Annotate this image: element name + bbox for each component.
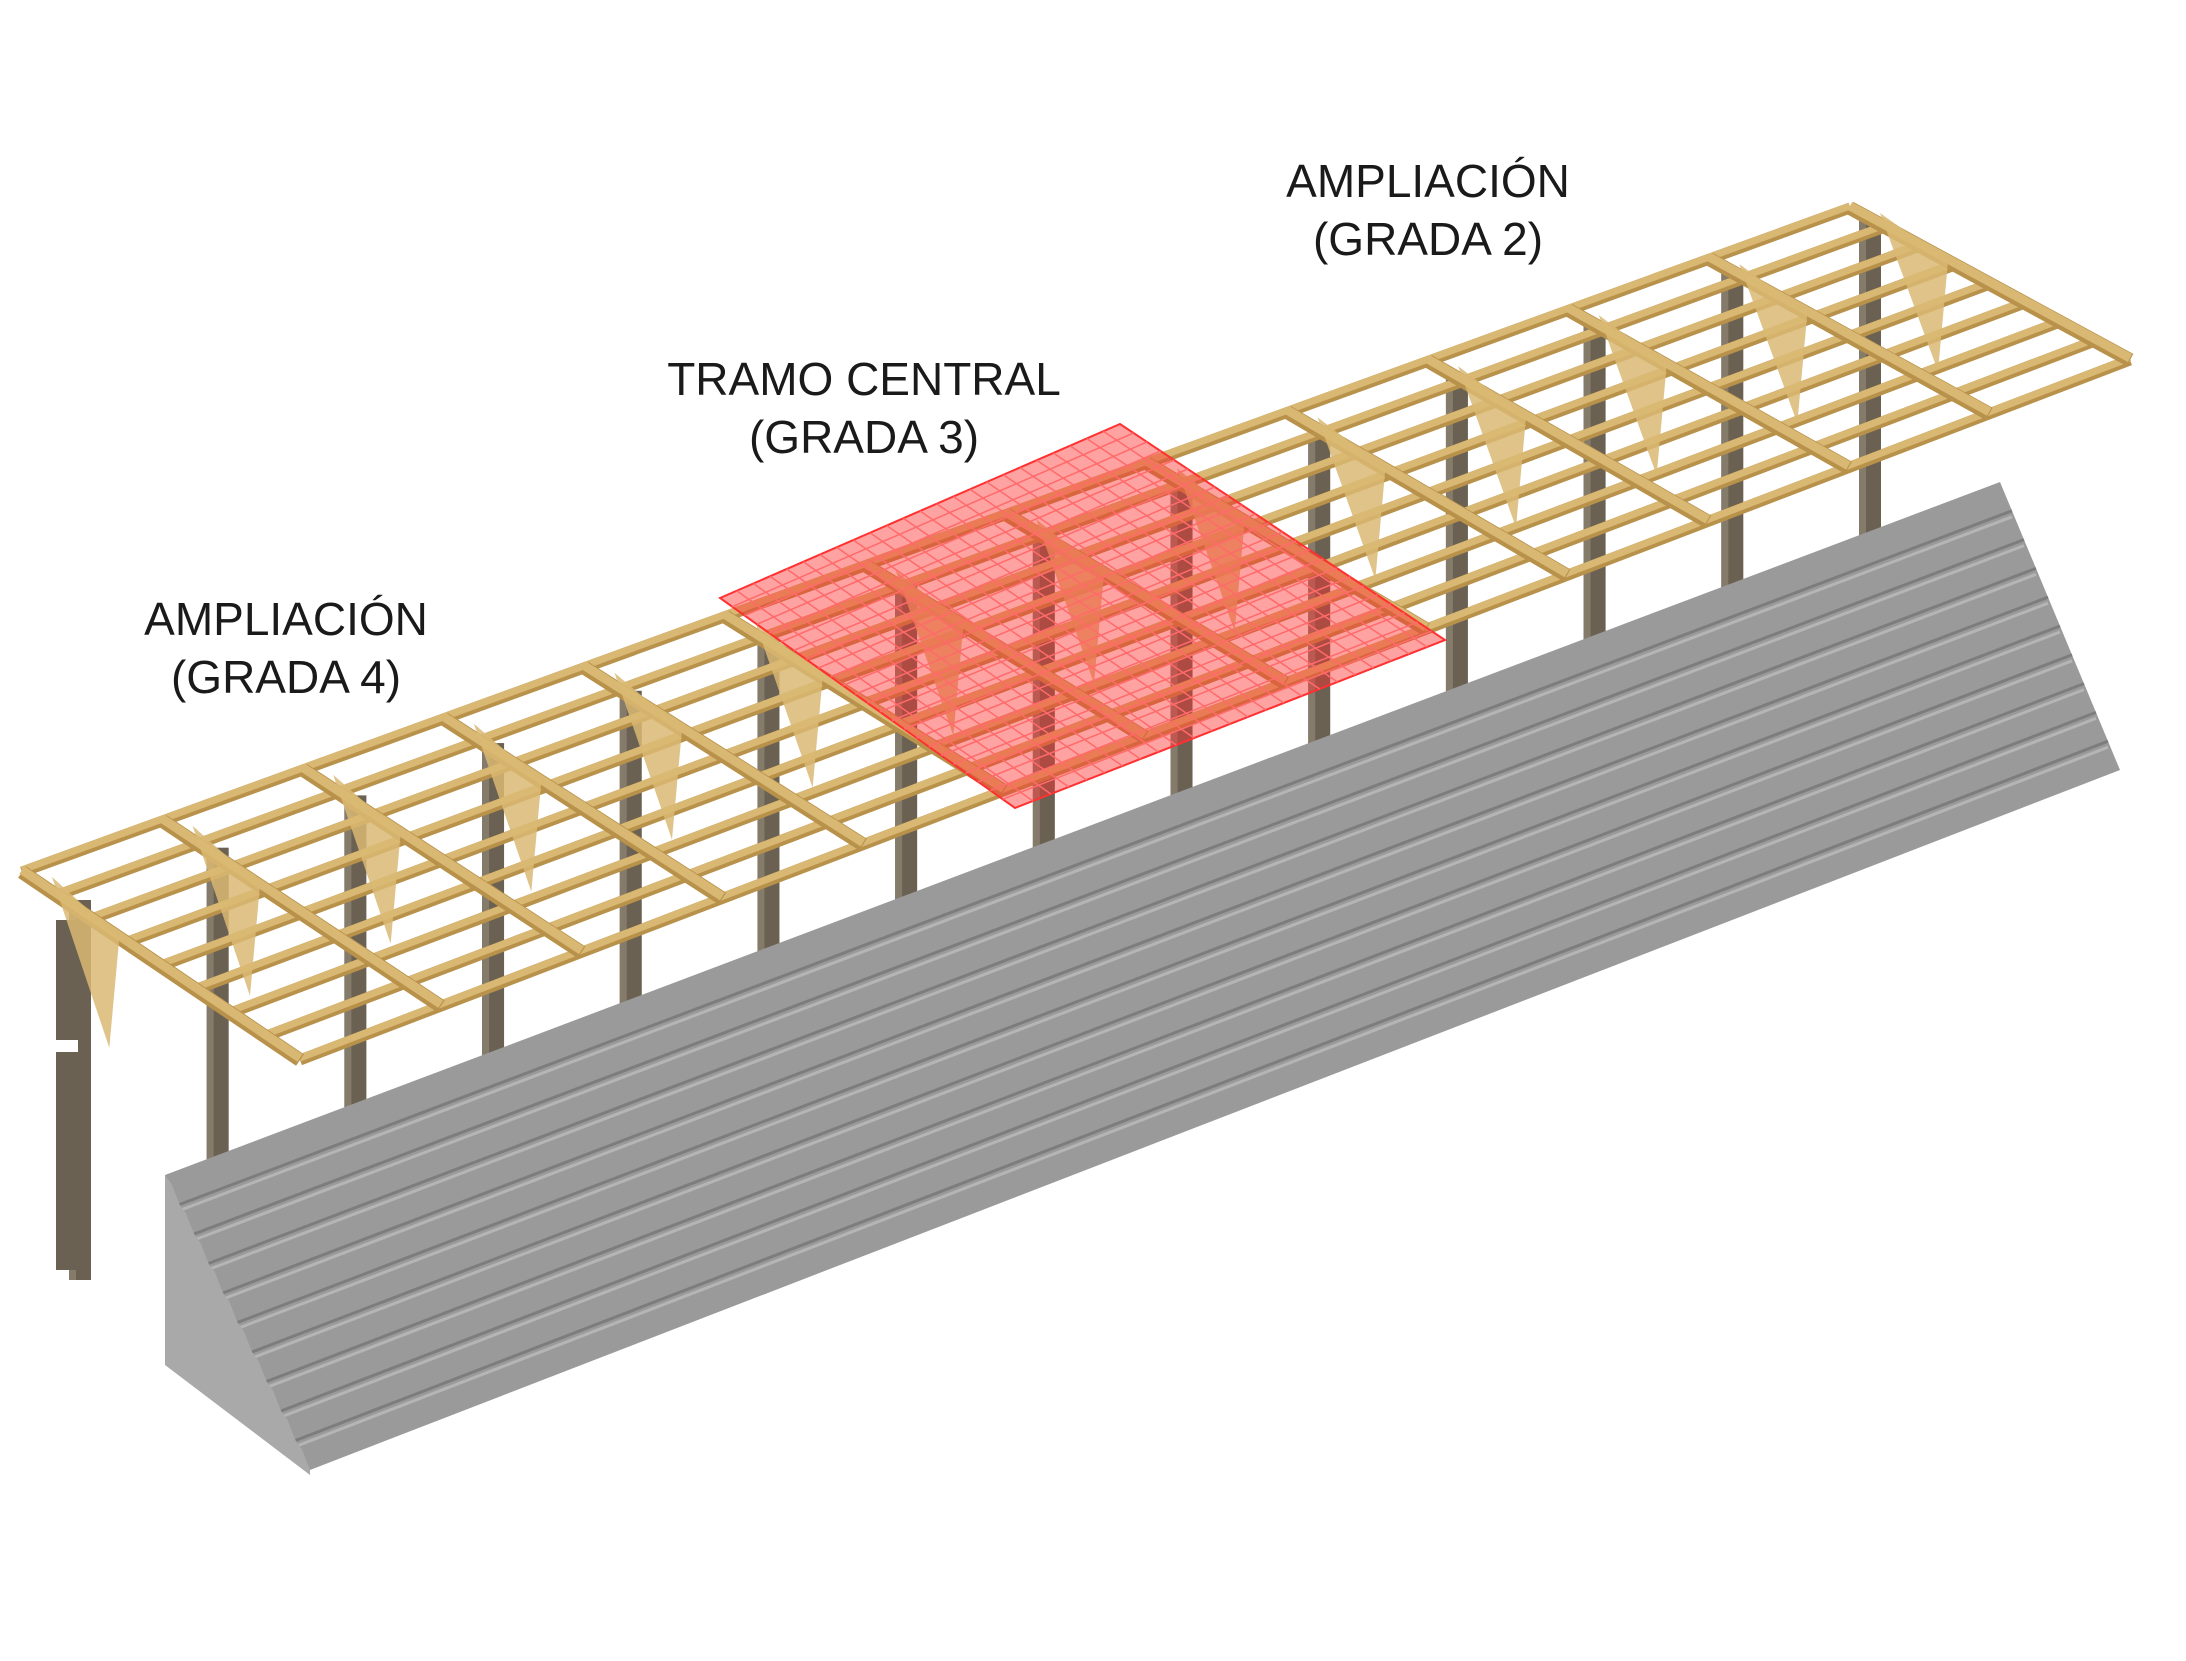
bleacher-step-hl-9 bbox=[294, 745, 2109, 1448]
bleacher-step-1 bbox=[178, 509, 2013, 1206]
timber-roof-frame bbox=[18, 201, 2134, 1066]
column-end-band bbox=[56, 1040, 78, 1052]
column-5-shade bbox=[619, 690, 627, 1071]
bleacher-step-hl-5 bbox=[236, 630, 2061, 1330]
bleacher-step-hl-4 bbox=[222, 601, 2049, 1301]
truss-5 bbox=[614, 672, 682, 840]
purlin-9 bbox=[298, 354, 2132, 1062]
column-3-shade bbox=[344, 795, 352, 1176]
label-ampliacion-grada-2: AMPLIACIÓN (GRADA 2) bbox=[1286, 152, 1570, 268]
truss-11 bbox=[1458, 366, 1526, 528]
bleacher-step-6 bbox=[251, 653, 2073, 1354]
label-ampliacion-grada-2-line1: AMPLIACIÓN bbox=[1286, 155, 1570, 207]
bleacher-step-hl-1 bbox=[178, 515, 2013, 1212]
column-6-shade bbox=[757, 638, 765, 1019]
truss-12 bbox=[1598, 315, 1667, 476]
highlight-mesh-a-22 bbox=[1086, 437, 1410, 655]
bleacher-step-hl-7 bbox=[265, 688, 2085, 1389]
highlight-mesh-a-21 bbox=[1069, 445, 1392, 662]
column-13-shade bbox=[1721, 272, 1729, 653]
column-end bbox=[56, 920, 78, 1270]
label-tramo-central-grada-3: TRAMO CENTRAL (GRADA 3) bbox=[667, 350, 1061, 466]
label-tramo-central-grada-3-line1: TRAMO CENTRAL bbox=[667, 353, 1061, 405]
purlin-1 bbox=[20, 202, 1852, 874]
bleacher-step-hl-3 bbox=[207, 572, 2037, 1271]
label-tramo-central-grada-3-line2: (GRADA 3) bbox=[748, 411, 980, 463]
timber-columns bbox=[56, 220, 1881, 1280]
column-7-shade bbox=[895, 586, 903, 967]
column-10-shade bbox=[1308, 429, 1316, 810]
truss-7 bbox=[895, 570, 964, 736]
bleacher-step-4 bbox=[222, 595, 2049, 1295]
concrete-bleachers bbox=[165, 482, 2120, 1475]
bleacher-step-9 bbox=[294, 739, 2109, 1442]
truss-6 bbox=[755, 621, 823, 788]
truss-10 bbox=[1317, 417, 1386, 580]
truss-8 bbox=[1036, 519, 1104, 684]
truss-9 bbox=[1176, 468, 1245, 632]
bleacher-step-7 bbox=[265, 682, 2085, 1383]
central-section-highlight bbox=[717, 422, 1448, 810]
column-4-shade bbox=[482, 743, 490, 1124]
label-ampliacion-grada-4-line2: (GRADA 4) bbox=[170, 651, 402, 703]
purlin-8 bbox=[264, 335, 2097, 1038]
column-9-shade bbox=[1170, 481, 1178, 862]
label-ampliacion-grada-4-line1: AMPLIACIÓN bbox=[144, 593, 428, 645]
column-2-shade bbox=[206, 847, 214, 1228]
label-ampliacion-grada-2-line2: (GRADA 2) bbox=[1312, 213, 1544, 265]
column-11-shade bbox=[1445, 376, 1453, 757]
truss-3 bbox=[333, 774, 401, 944]
highlight-mesh-b-23 bbox=[1002, 630, 1432, 800]
highlight-mesh-b-20 bbox=[965, 603, 1392, 774]
bleacher-step-8 bbox=[280, 711, 2097, 1413]
truss-14 bbox=[1880, 213, 1948, 372]
bleacher-step-hl-6 bbox=[251, 659, 2073, 1360]
column-8-shade bbox=[1032, 533, 1040, 914]
bleacher-step-3 bbox=[207, 566, 2037, 1265]
purlin-2 bbox=[55, 221, 1887, 897]
highlight-mesh-b-22 bbox=[990, 621, 1419, 792]
highlight-mesh-a-23 bbox=[1102, 430, 1428, 648]
highlight-mesh-b-21 bbox=[977, 612, 1405, 783]
bleacher-step-hl-8 bbox=[280, 717, 2097, 1419]
bleacher-step-2 bbox=[193, 538, 2025, 1236]
purlin-6 bbox=[194, 297, 2027, 991]
truss-2 bbox=[192, 825, 260, 996]
label-ampliacion-grada-4: AMPLIACIÓN (GRADA 4) bbox=[144, 590, 428, 706]
truss-13 bbox=[1739, 264, 1808, 424]
bleacher-step-5 bbox=[236, 624, 2061, 1324]
column-12-shade bbox=[1583, 324, 1591, 705]
bleacher-step-hl-2 bbox=[193, 544, 2025, 1242]
truss-1 bbox=[52, 877, 120, 1048]
column-14-shade bbox=[1859, 220, 1866, 600]
bleachers-side bbox=[165, 1175, 310, 1475]
truss-4 bbox=[473, 723, 542, 892]
